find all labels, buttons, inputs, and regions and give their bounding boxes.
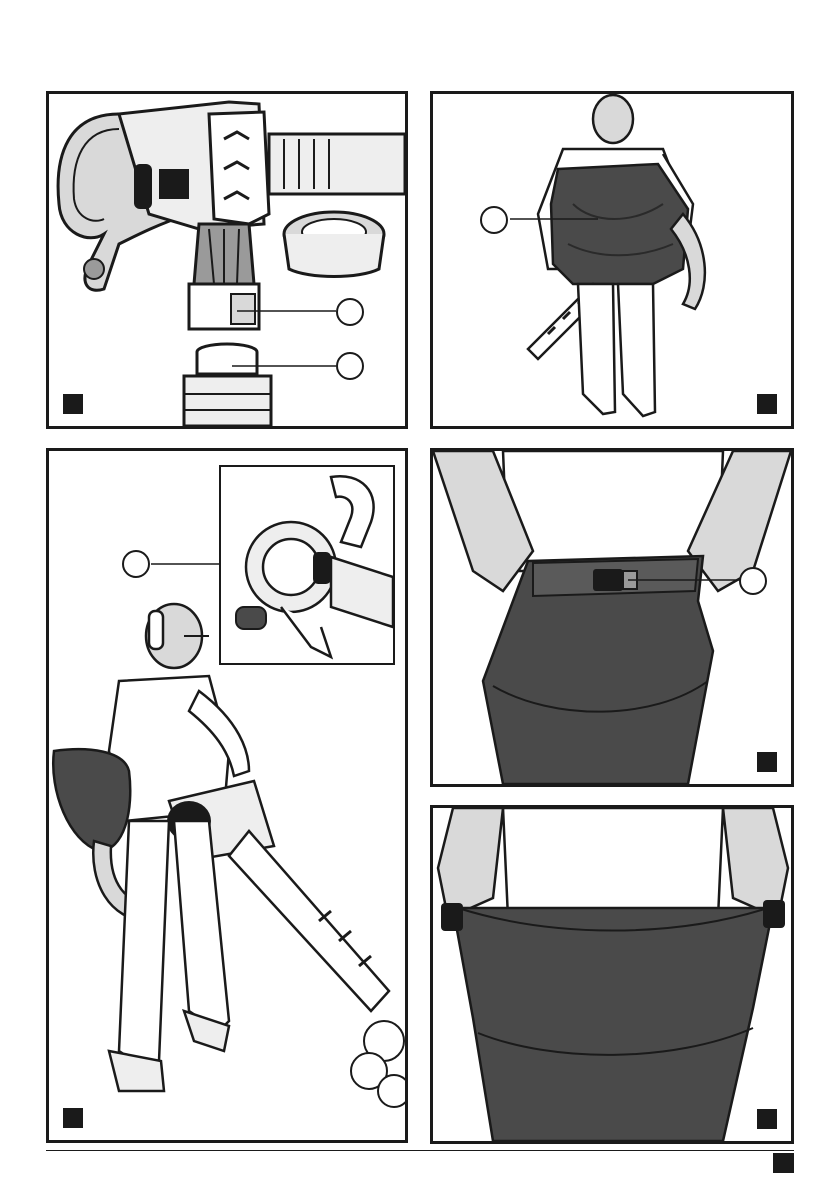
page-number-marker (773, 1153, 794, 1173)
figure-panel-bag-open (430, 805, 794, 1144)
callout-circle (336, 298, 364, 326)
detail-inset-lock-switch (219, 465, 395, 665)
figure-marker (63, 1108, 83, 1128)
figure-marker (63, 394, 83, 414)
figure-panel-tube-connection (46, 91, 408, 429)
figure-panel-bag-buckle (430, 448, 794, 787)
figure-panel-operator-in-use (46, 448, 408, 1143)
callout-circle (336, 352, 364, 380)
figure-panel-bag-rear-view (430, 91, 794, 429)
bag-rear-view-illustration (433, 94, 791, 426)
lock-switch-illustration (221, 467, 393, 663)
bag-open-illustration (433, 808, 791, 1141)
figure-marker (757, 1109, 777, 1129)
callout-circle (122, 550, 150, 578)
callout-circle (480, 206, 508, 234)
figure-marker (757, 394, 777, 414)
footer-divider (46, 1150, 794, 1151)
callout-circle (739, 567, 767, 595)
figure-marker (757, 752, 777, 772)
bag-buckle-illustration (433, 451, 791, 784)
